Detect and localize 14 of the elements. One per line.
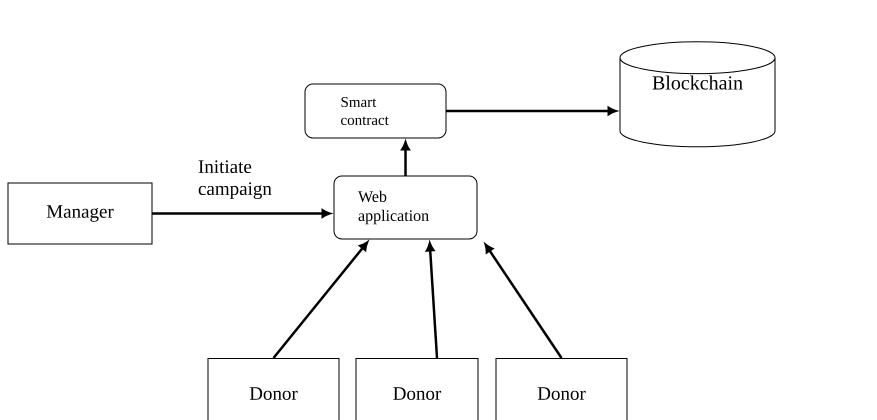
process-box: Smart contract [304,84,446,138]
arrow [401,141,410,176]
arrow [446,106,617,116]
actor-box: Donor [356,358,478,420]
arrow [426,242,438,358]
actor-box: Donor [496,358,628,420]
arrow [152,209,331,218]
arrow [272,242,368,359]
process-box: Web application [334,176,478,240]
actor-box: Donor [208,358,340,420]
arrow [484,244,563,359]
actor-box: Manager [8,182,152,244]
edge-label: Initiate campaign [198,160,272,199]
database-cylinder: Blockchain [620,41,776,148]
